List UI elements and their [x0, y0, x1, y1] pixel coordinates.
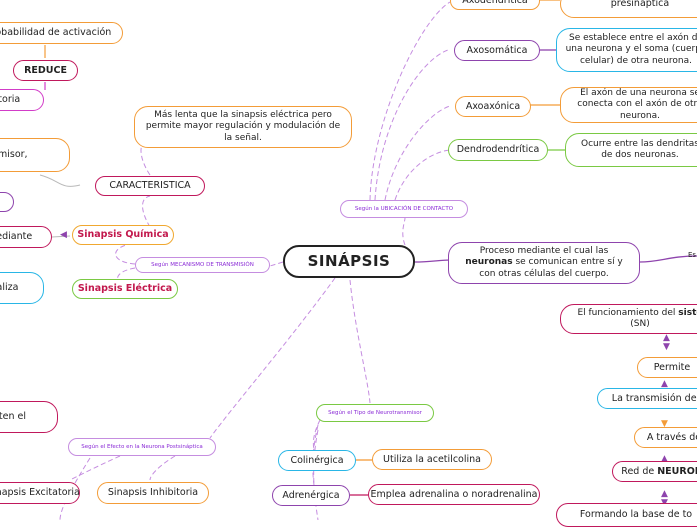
- link-efecto-excitatoria: [69, 455, 121, 481]
- arrow-down-icon: ▼: [661, 419, 668, 429]
- node-permite[interactable]: Permite: [637, 357, 697, 378]
- node-axodendritica[interactable]: Axodendrítica: [450, 0, 540, 10]
- node-red-neuronas[interactable]: Red de NEURON: [612, 461, 697, 482]
- link-caract-nsmisor: [39, 174, 81, 187]
- link-mecanismo-electrica: [117, 267, 136, 288]
- node-axosomatica-desc[interactable]: Se establece entre el axón de una neuron…: [556, 28, 697, 72]
- node-formando-base[interactable]: Formando la base de to: [556, 503, 697, 527]
- node-segun-mecanismo[interactable]: Según MECANISMO DE TRANSMISIÓN: [135, 257, 270, 273]
- node-adrenergica-desc[interactable]: Emplea adrenalina o noradrenalina: [368, 484, 540, 505]
- node-colinergica-desc[interactable]: Utiliza la acetilcolina: [372, 449, 492, 470]
- link-quimica-mediante: [51, 235, 71, 238]
- node-segun-tipo[interactable]: Según el Tipo de Neurotransmisor: [316, 404, 434, 422]
- link-efecto-inhibitoria: [149, 455, 176, 481]
- link-tipo-colinergica: [312, 419, 321, 451]
- node-neurotransmisor-fragment[interactable]: nsmisor,: [0, 138, 70, 172]
- node-caracteristica-description[interactable]: Más lenta que la sinapsis eléctrica pero…: [134, 106, 352, 148]
- link-mecanismo-quimica: [115, 243, 136, 265]
- link-center-mecanismo: [269, 261, 284, 267]
- node-sinapsis-inhibitoria[interactable]: Sinapsis Inhibitoria: [97, 482, 209, 504]
- label-es: Es: [688, 251, 697, 259]
- node-realiza-fragment[interactable]: realiza: [0, 272, 44, 304]
- node-adrenergica[interactable]: Adrenérgica: [272, 485, 350, 506]
- node-axoaxonica-desc[interactable]: El axón de una neurona se conecta con el…: [560, 87, 697, 123]
- node-probabilidad-activacion[interactable]: robabilidad de activación: [0, 22, 123, 44]
- node-caracteristica[interactable]: CARACTERISTICA: [95, 176, 205, 196]
- link-ubicacion-axoaxonica: [384, 105, 451, 201]
- node-inhibitoria-fragment[interactable]: ibitoria: [0, 89, 44, 111]
- node-axosomatica[interactable]: Axosomática: [454, 40, 540, 61]
- node-a-traves-de[interactable]: A través de: [634, 427, 697, 448]
- node-mediante-fragment[interactable]: mediante: [0, 226, 52, 248]
- node-sinapsis-quimica[interactable]: Sinapsis Química: [72, 225, 174, 245]
- node-dendro-desc[interactable]: Ocurre entre las dendritas de dos neuron…: [565, 133, 697, 167]
- node-axodendritica-desc[interactable]: presináptica: [560, 0, 697, 18]
- link-quimica-caracteristica: [142, 195, 151, 228]
- node-dendrodendritica[interactable]: Dendrodendrítica: [448, 139, 548, 161]
- link-center-proceso: [414, 259, 451, 263]
- node-proceso-definicion[interactable]: Proceso mediante el cual las neuronas se…: [448, 242, 640, 284]
- double-arrow-icon: ▲▼: [663, 333, 670, 352]
- link-ubicacion-axodendritica: [369, 1, 451, 201]
- central-topic[interactable]: SINÁPSIS: [283, 245, 415, 278]
- node-reduce[interactable]: REDUCE: [13, 60, 78, 81]
- node-colinergica[interactable]: Colinérgica: [278, 450, 356, 471]
- link-ubicacion-axosomatica: [374, 49, 449, 201]
- link-efecto-more: [59, 457, 91, 520]
- link-ubicacion-dendro: [394, 149, 451, 201]
- link-center-tipo: [349, 279, 371, 404]
- link-caracteristica-desc: [140, 145, 151, 176]
- link-proceso-es: [639, 255, 697, 263]
- link-center-efecto: [209, 277, 336, 439]
- arrow-left-icon: ◀: [60, 230, 67, 240]
- node-sinapsis-electrica[interactable]: Sinapsis Eléctrica: [72, 279, 178, 299]
- node-transmision-informacion[interactable]: La transmisión de i: [597, 388, 697, 409]
- node-sinapsis-excitatoria[interactable]: Sinapsis Excitatoria: [0, 482, 80, 504]
- node-segun-ubicacion[interactable]: Según la UBICACIÓN DE CONTACTO: [340, 200, 468, 218]
- node-axoaxonica[interactable]: Axoaxónica: [455, 96, 531, 117]
- node-unlabeled-fragment[interactable]: [0, 192, 14, 212]
- proceso-text: Proceso mediante el cual las neuronas se…: [465, 246, 623, 279]
- link-tipo-more: [313, 429, 319, 520]
- link-center-ubicacion: [402, 217, 406, 246]
- node-transmiten-fragment[interactable]: miten el: [0, 401, 58, 433]
- node-segun-efecto[interactable]: Según el Efecto en la Neurona Postsinápt…: [68, 438, 216, 456]
- node-funcionamiento-sn[interactable]: El funcionamiento del siste(SN): [560, 304, 697, 334]
